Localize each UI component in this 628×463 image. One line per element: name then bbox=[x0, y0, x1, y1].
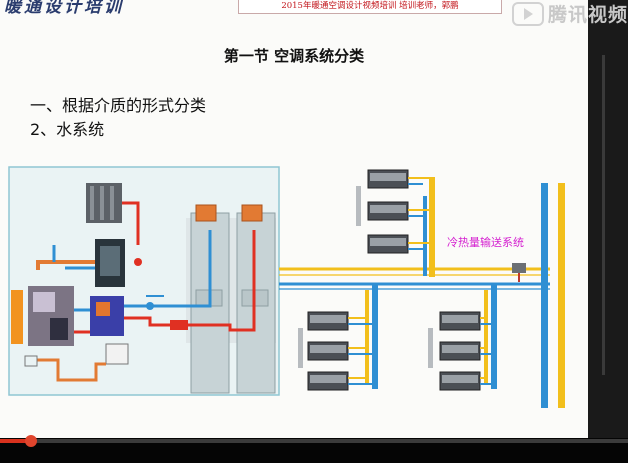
pipe-orange-2 bbox=[35, 358, 106, 382]
pipe-red-main bbox=[124, 230, 256, 332]
riser-yellow-upper bbox=[429, 177, 435, 277]
fan-coil-group-lower-left bbox=[298, 311, 372, 391]
player-control-bar[interactable] bbox=[0, 435, 628, 463]
junction-valve bbox=[512, 263, 526, 273]
vertical-tag bbox=[356, 186, 361, 226]
side-strip bbox=[602, 55, 605, 375]
slide-title: 第一节 空调系统分类 bbox=[223, 47, 365, 65]
progress-track[interactable] bbox=[0, 439, 628, 443]
fan-coil-group-upper bbox=[356, 169, 429, 254]
riser-blue-upper bbox=[423, 196, 427, 276]
riser-blue-lower-left bbox=[372, 284, 378, 389]
riser-yellow-lower-left bbox=[365, 290, 369, 385]
riser-yellow-lower-right bbox=[484, 290, 488, 385]
expansion-tank-1 bbox=[195, 204, 217, 222]
right-black-bar bbox=[588, 0, 628, 438]
progress-handle[interactable] bbox=[25, 435, 37, 447]
vertical-tag bbox=[298, 328, 303, 368]
pipe-red-1 bbox=[122, 201, 140, 245]
control-box bbox=[105, 343, 129, 365]
tencent-video-watermark: 腾讯视频 bbox=[506, 0, 628, 26]
riser-blue-right bbox=[541, 183, 548, 408]
pump-red-1 bbox=[134, 258, 142, 266]
boiler bbox=[11, 290, 23, 344]
valve-red bbox=[170, 320, 188, 330]
pipe-orange-1 bbox=[36, 260, 95, 270]
fan-coil-group-lower-right bbox=[428, 311, 491, 391]
progress-fill bbox=[0, 439, 31, 443]
play-logo-icon bbox=[512, 2, 544, 26]
course-logo: 暖通设计培训 bbox=[4, 0, 124, 16]
slide-subheading: 2、水系统 bbox=[30, 120, 105, 139]
slide-heading: 一、根据介质的形式分类 bbox=[30, 96, 207, 115]
cold-heat-delivery-label: 冷热量输送系统 bbox=[447, 235, 524, 249]
pump-blue bbox=[146, 302, 154, 310]
riser-blue-lower-right bbox=[491, 284, 497, 389]
riser-yellow-right bbox=[558, 183, 565, 408]
course-banner: 2015年暖通空调设计视频培训 培训老师，郭鹏 bbox=[238, 0, 502, 14]
expansion-tank-2 bbox=[241, 204, 263, 222]
vertical-tag bbox=[428, 328, 433, 368]
